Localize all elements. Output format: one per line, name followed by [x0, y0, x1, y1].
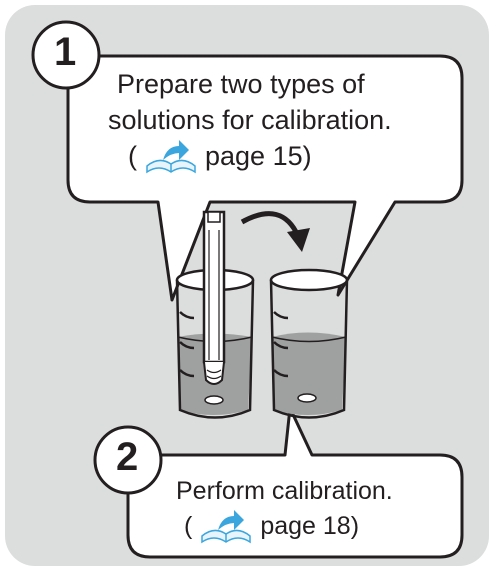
step-2-ref-page: page 18) — [260, 511, 360, 540]
step-1-circle — [31, 20, 101, 90]
right-stir-bar — [297, 393, 317, 403]
step-1-number: 1 — [54, 30, 77, 74]
step-2-number: 2 — [116, 435, 139, 479]
step-2-circle — [93, 425, 163, 495]
right-beaker — [269, 268, 349, 419]
step-1-ref-open: ( — [128, 140, 137, 171]
left-stir-bar — [204, 395, 224, 405]
step-1-ref-page: page 15) — [205, 140, 312, 171]
step-2-line-1: Perform calibration. — [176, 477, 393, 505]
step-2-ref-open: ( — [184, 511, 193, 540]
right-beaker-rim — [269, 268, 349, 292]
right-beaker-solution — [272, 332, 346, 415]
transfer-arrow — [240, 211, 310, 252]
manual-book-icon — [146, 140, 196, 174]
step-1-line-1: Prepare two types of — [117, 69, 365, 99]
step-2-page-reference: ( page 18) — [184, 508, 359, 544]
step-1-line-2: solutions for calibration. — [108, 105, 392, 135]
electrode — [202, 210, 226, 385]
manual-book-icon — [201, 510, 252, 544]
step-1-page-reference: ( page 15) — [128, 138, 312, 174]
